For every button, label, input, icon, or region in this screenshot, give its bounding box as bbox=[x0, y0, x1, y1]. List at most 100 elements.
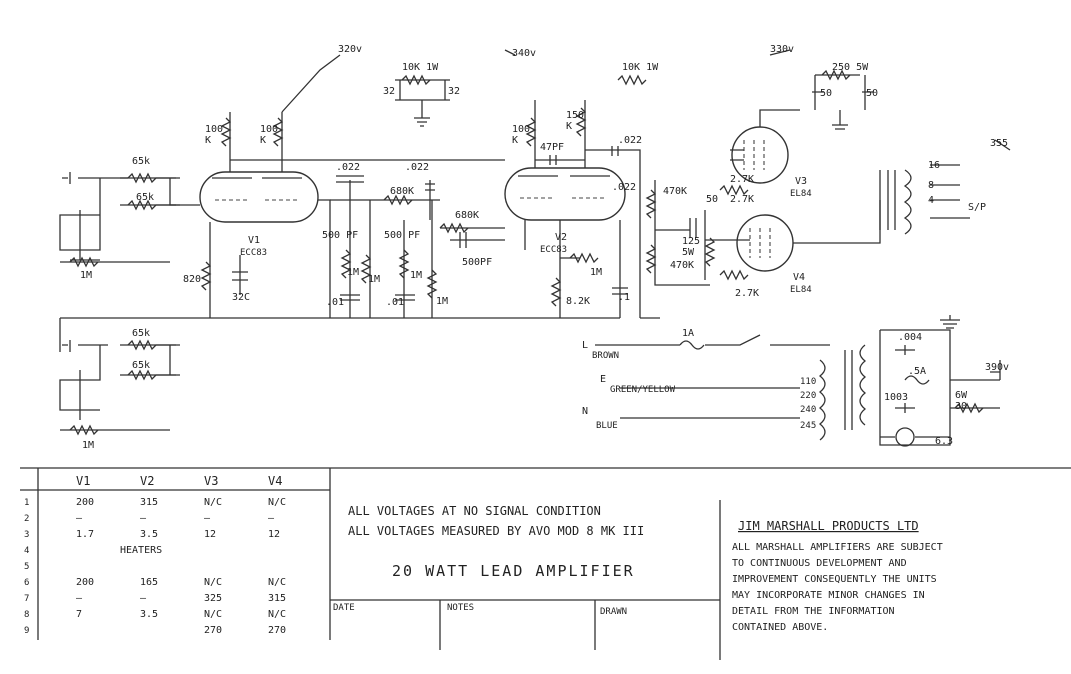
note-line-1: ALL VOLTAGES AT NO SIGNAL CONDITION bbox=[348, 504, 601, 518]
c50: 50 bbox=[706, 194, 718, 205]
table-cell: 165 bbox=[140, 577, 158, 588]
r250-5w: 250 5W bbox=[832, 62, 869, 73]
c01-b: .01 bbox=[386, 297, 404, 308]
table-pin: 5 bbox=[24, 562, 29, 572]
r1m-in-b: 1M bbox=[82, 440, 94, 451]
tap-240: 240 bbox=[800, 405, 816, 415]
table-pin: 8 bbox=[24, 610, 29, 620]
c47pf: 47PF bbox=[540, 142, 564, 153]
company-text-line: IMPROVEMENT CONSEQUENTLY THE UNITS bbox=[732, 574, 937, 585]
footer-notes: NOTES bbox=[447, 603, 474, 613]
table-cell: N/C bbox=[204, 497, 222, 508]
table-header-v2: V2 bbox=[140, 474, 154, 488]
c500pf-2: 500 PF bbox=[384, 230, 420, 241]
mains-n-colour: BLUE bbox=[596, 421, 618, 431]
r10k1w-b: 10K 1W bbox=[622, 62, 659, 73]
table-pin: 2 bbox=[24, 514, 29, 524]
mains-e-colour: GREEN/YELLOW bbox=[610, 385, 676, 395]
supply-filter-1: 320v 10K 1W 32 32 bbox=[281, 44, 460, 127]
tone-network: .022 .022 680K 500 PF 500 PF 1M 1M 1M 1M… bbox=[322, 162, 448, 318]
c1003: 1003 bbox=[884, 392, 908, 403]
drawing-title: 20 WATT LEAD AMPLIFIER bbox=[392, 562, 635, 580]
company-name: JIM MARSHALL PRODUCTS LTD bbox=[738, 519, 919, 533]
fuse-05a: .5A bbox=[908, 366, 926, 377]
table-cell: — bbox=[204, 513, 211, 524]
v4-label: V4 bbox=[793, 272, 805, 283]
table-row: 6 200 165 N/C N/C bbox=[24, 577, 286, 588]
table-pin: 3 bbox=[24, 530, 29, 540]
table-cell: 200 bbox=[76, 577, 94, 588]
c32c: 32C bbox=[232, 292, 250, 303]
table-header-v1: V1 bbox=[76, 474, 90, 488]
r680k-2: 680K bbox=[455, 210, 479, 221]
table-cell: N/C bbox=[268, 609, 286, 620]
c01-a: .01 bbox=[326, 297, 344, 308]
tap-16: 16 bbox=[928, 160, 940, 171]
table-cell: 325 bbox=[204, 593, 222, 604]
notes-box: ALL VOLTAGES AT NO SIGNAL CONDITION ALL … bbox=[330, 467, 1071, 660]
v3-type: EL84 bbox=[790, 189, 812, 199]
company-text-line: DETAIL FROM THE INFORMATION bbox=[732, 606, 895, 617]
r27k-a: 2.7K bbox=[730, 174, 754, 185]
table-cell: N/C bbox=[204, 577, 222, 588]
company-text-line: ALL MARSHALL AMPLIFIERS ARE SUBJECT bbox=[732, 542, 943, 553]
table-cell: — bbox=[76, 513, 83, 524]
company-text-line: MAY INCORPORATE MINOR CHANGES IN bbox=[732, 590, 925, 601]
r10k1w-a: 10K 1W bbox=[402, 62, 439, 73]
input-section: 65k 65k 1M 65k 65k 1M bbox=[59, 156, 620, 451]
company-notice: JIM MARSHALL PRODUCTS LTD ALL MARSHALL A… bbox=[732, 519, 943, 633]
voltage-390: 390v bbox=[985, 362, 1009, 373]
table-row: 2———— bbox=[24, 513, 275, 524]
c022-2: .022 bbox=[405, 162, 429, 173]
c32a: 32 bbox=[383, 86, 395, 97]
v3-label: V3 bbox=[795, 176, 807, 187]
r65k-c: 65k bbox=[132, 328, 150, 339]
c022-1: .022 bbox=[336, 162, 360, 173]
c022-3: .022 bbox=[618, 135, 642, 146]
table-cell: 1.7 bbox=[76, 529, 94, 540]
tap-220: 220 bbox=[800, 391, 816, 401]
r65k-d: 65k bbox=[132, 360, 150, 371]
c500pf-1: 500 PF bbox=[322, 230, 358, 241]
r27k-b: 2.7K bbox=[730, 194, 754, 205]
table-cell: — bbox=[76, 593, 83, 604]
table-cell: N/C bbox=[204, 609, 222, 620]
output-transformer: 355 16 8 4 S/P bbox=[879, 138, 1011, 235]
table-cell: 12 bbox=[204, 529, 216, 540]
r470k-b: 470K bbox=[670, 260, 694, 271]
table-cell: — bbox=[140, 513, 147, 524]
table-cell: 315 bbox=[268, 593, 286, 604]
table-pin: 9 bbox=[24, 626, 29, 636]
footer-drawn: DRAWN bbox=[600, 607, 627, 617]
table-pin: 4 bbox=[24, 546, 29, 556]
tap-110: 110 bbox=[800, 377, 816, 387]
tap-245: 245 bbox=[800, 421, 816, 431]
r470k: 470K bbox=[663, 186, 687, 197]
table-pin: 6 bbox=[24, 578, 29, 588]
v2-valve bbox=[504, 167, 626, 221]
r65k-b: 65k bbox=[136, 192, 154, 203]
c50a: 50 bbox=[820, 88, 832, 99]
table-cell: N/C bbox=[268, 577, 286, 588]
c022-4: .022 bbox=[612, 182, 636, 193]
table-cell: 3.5 bbox=[140, 609, 158, 620]
sp-out: S/P bbox=[968, 202, 986, 213]
table-cell: 270 bbox=[204, 625, 222, 636]
table-header-v4: V4 bbox=[268, 474, 282, 488]
company-text-line: TO CONTINUOUS DEVELOPMENT AND bbox=[732, 558, 907, 569]
table-cell: 200 bbox=[76, 497, 94, 508]
table-pin: 1 bbox=[24, 498, 29, 508]
mains-n: N bbox=[582, 406, 588, 417]
